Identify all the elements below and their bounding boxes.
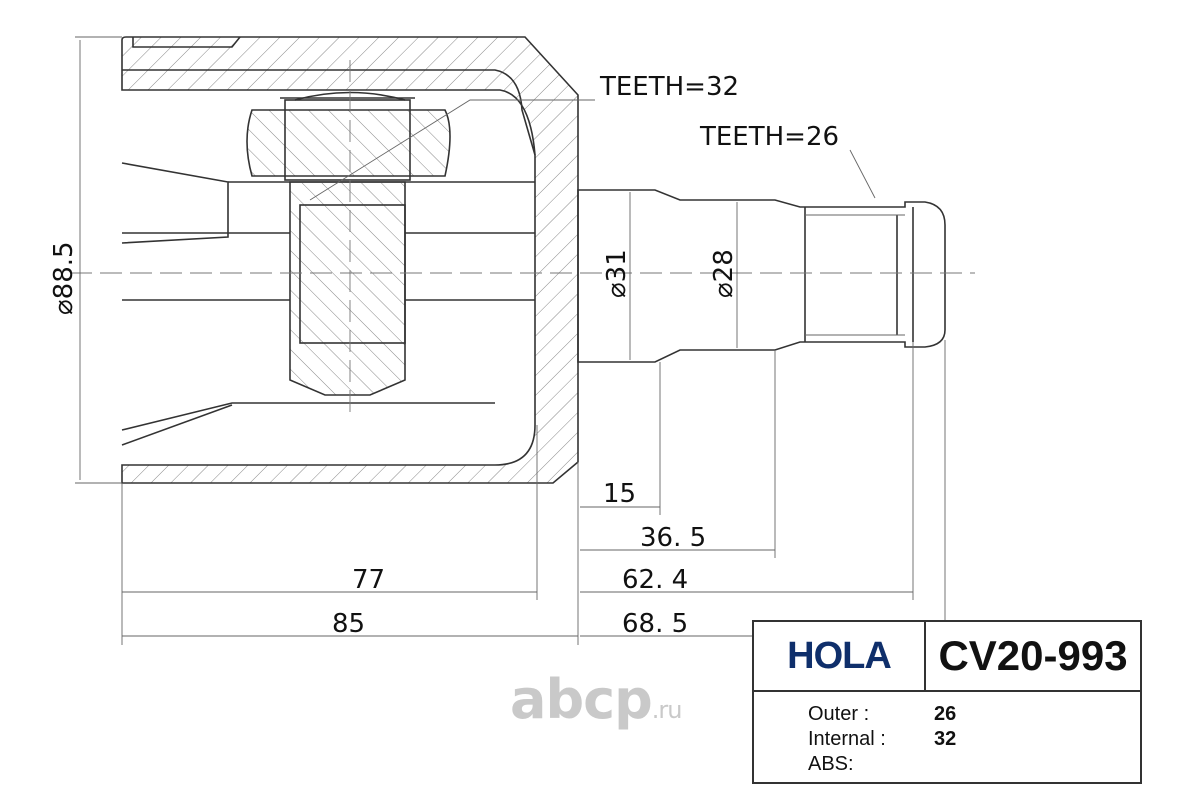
dim-77: 77 [352, 565, 385, 595]
dim-62-4: 62. 4 [622, 565, 688, 595]
brand-logo: HOLA [754, 622, 926, 690]
roller [246, 109, 451, 177]
teeth-internal-label: TEETH=32 [599, 72, 739, 102]
housing-shell [121, 36, 579, 484]
stub-shaft [577, 189, 946, 363]
trunnion [289, 181, 406, 396]
dim-36-5: 36. 5 [640, 523, 706, 553]
watermark: abcp.ru [510, 668, 682, 731]
dim-15: 15 [603, 479, 636, 509]
neck-diameter: ⌀31 [602, 249, 632, 298]
dim-68-5: 68. 5 [622, 609, 688, 639]
part-number: CV20-993 [938, 632, 1128, 679]
title-block: HOLA CV20-993 Outer :26 Internal :32 ABS… [752, 620, 1142, 784]
spec-row-outer: Outer :26 [808, 703, 957, 725]
spline-diameter: ⌀28 [709, 249, 739, 298]
spec-row-abs: ABS: [808, 753, 854, 775]
teeth-outer-label: TEETH=26 [699, 122, 839, 152]
dim-85: 85 [332, 609, 365, 639]
housing-diameter: ⌀88.5 [49, 241, 79, 315]
spec-row-internal: Internal :32 [808, 728, 957, 750]
